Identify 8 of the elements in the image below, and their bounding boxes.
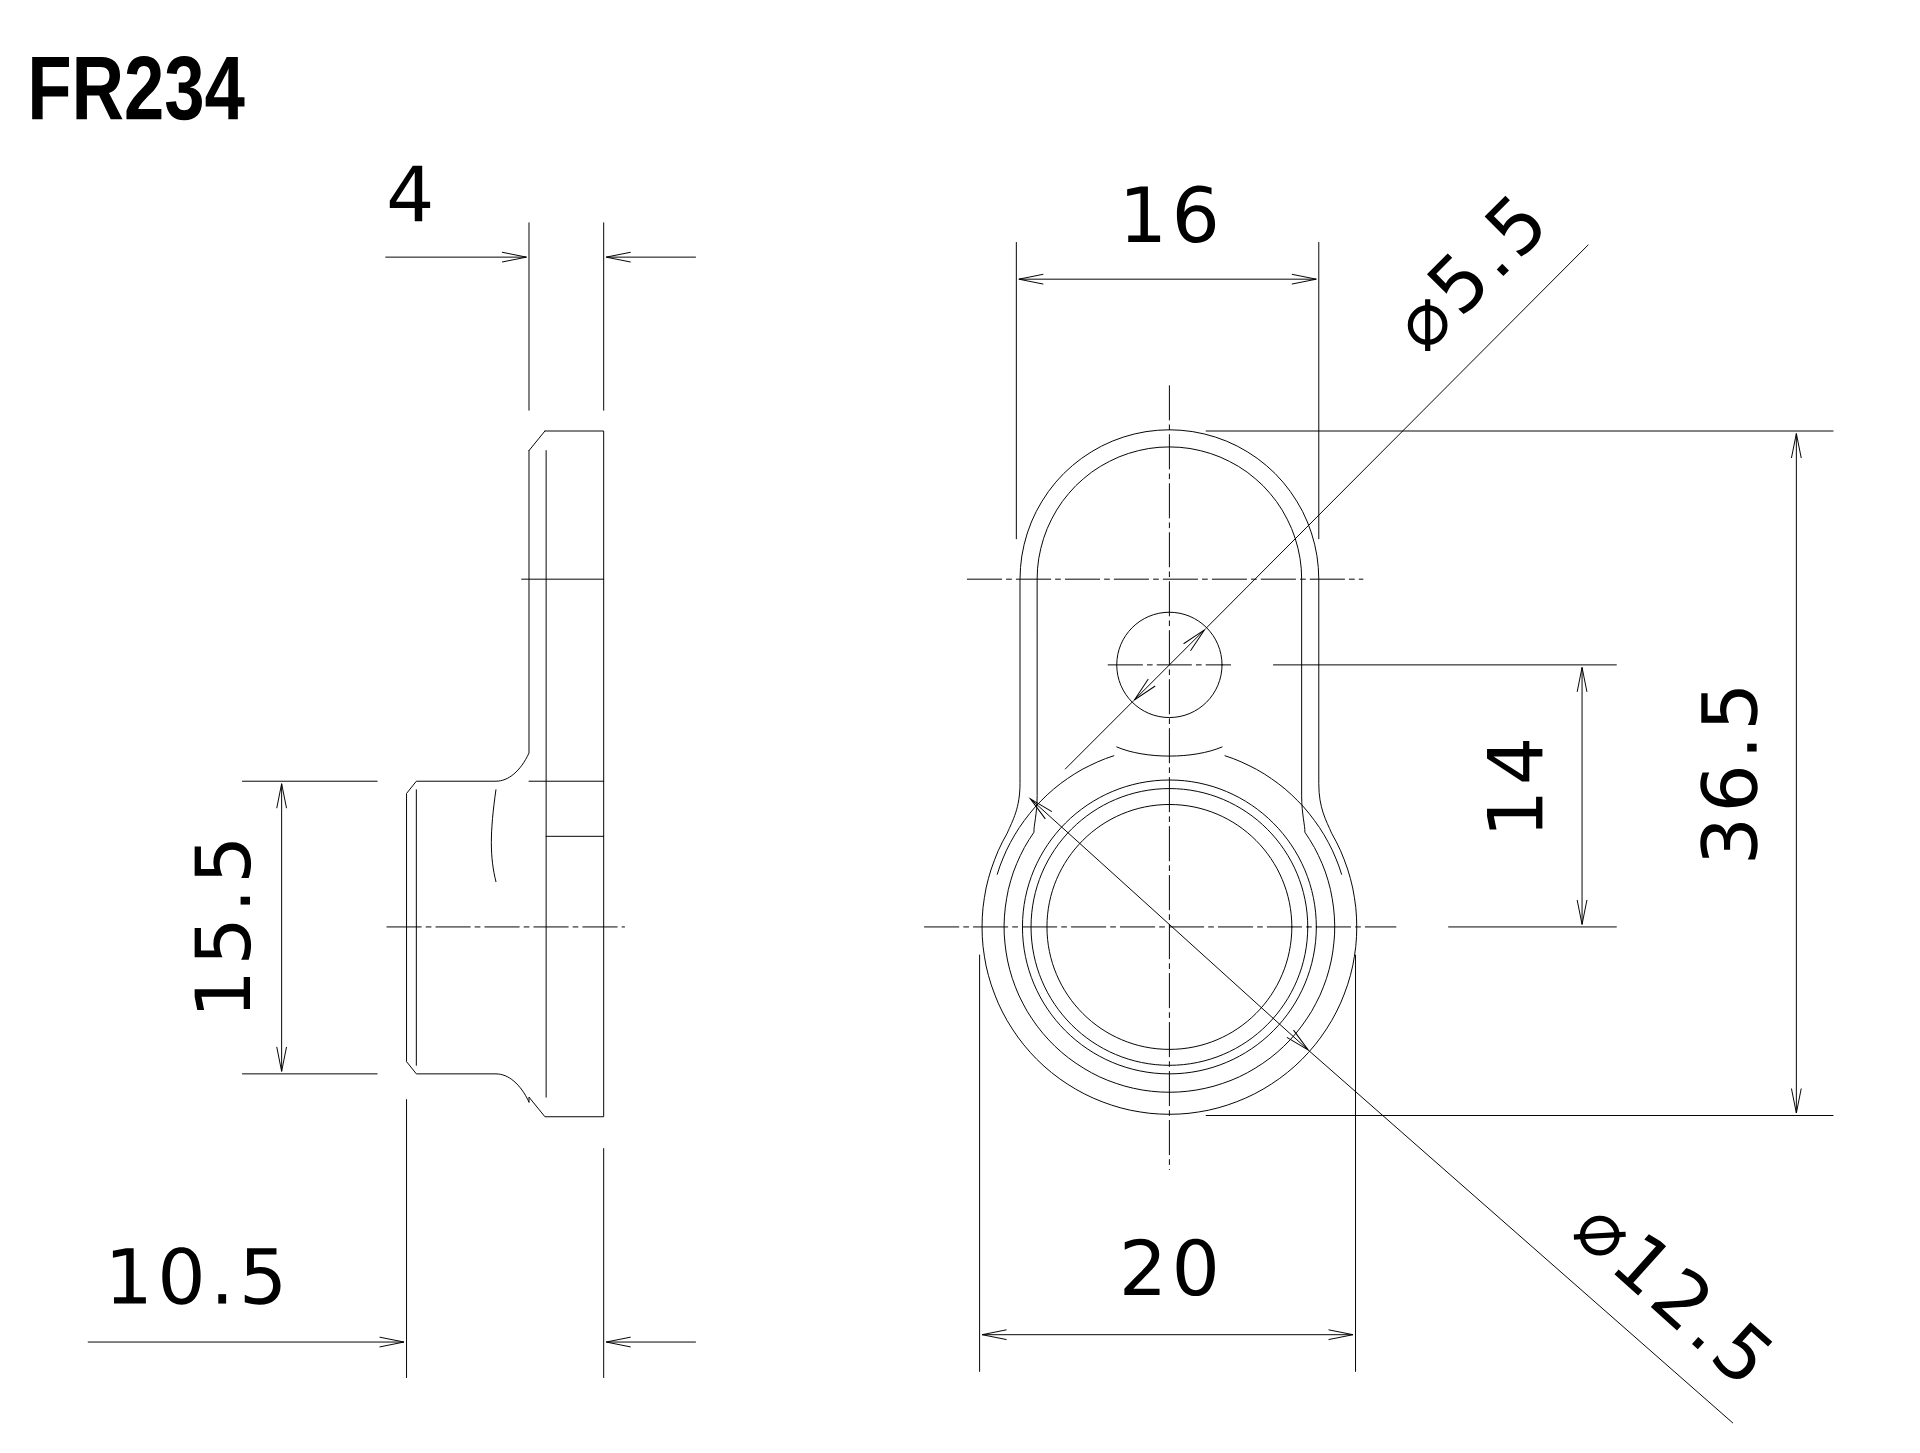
dimension-label: 10.5	[112, 1247, 281, 1305]
dimension-label: 15.5	[194, 842, 252, 1010]
dimension-label: 14	[1487, 740, 1543, 830]
dimension-label: 36.5	[1700, 689, 1758, 860]
dimension-label: 4	[389, 165, 431, 221]
title: FR234	[32, 55, 245, 121]
dimension-label: 20	[1124, 1238, 1215, 1296]
dimension-label: 16	[1127, 185, 1216, 243]
